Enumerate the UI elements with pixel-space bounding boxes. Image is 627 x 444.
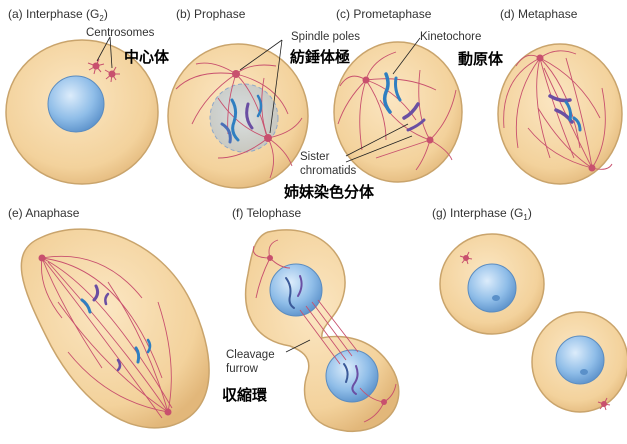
nucleolus-g-2 <box>580 369 588 375</box>
panel-e-anaphase: (e) Anaphase <box>8 206 209 428</box>
spindle-pole-b-1 <box>233 71 240 78</box>
jp-kinetochore: 動原体 <box>458 50 504 68</box>
cell-c <box>334 42 462 182</box>
panel-c-title: (c) Prometaphase <box>336 7 432 21</box>
label-sister: Sister <box>300 151 330 163</box>
label-cleavage: Cleavage <box>226 349 275 361</box>
spindle-pole-c-1 <box>363 77 370 84</box>
panel-g-title: (g) Interphase (G1) <box>432 206 532 222</box>
label-kinetochore: Kinetochore <box>420 31 481 43</box>
spindle-pole-d-2 <box>589 165 596 172</box>
nucleus-g-1 <box>468 264 516 312</box>
label-chromatids: chromatids <box>300 165 356 177</box>
label-spindle-poles: Spindle poles <box>291 31 360 43</box>
nucleus-f-1 <box>270 264 322 316</box>
jp-spindle: 紡錘体極 <box>290 48 350 66</box>
spindle-pole-e-1 <box>39 255 46 262</box>
panel-a-interphase-g2: (a) Interphase (G2) Centrosomes 中心体 <box>6 7 170 184</box>
panel-f-title: (f) Telophase <box>232 206 301 220</box>
spindle-pole-b-2 <box>265 135 272 142</box>
nucleus-f-2 <box>326 350 378 402</box>
jp-contractile-ring: 収縮環 <box>222 386 268 404</box>
spindle-pole-d-1 <box>537 55 544 62</box>
jp-centrosome: 中心体 <box>124 48 170 66</box>
panel-f-telophase: (f) Telophase Cleavage furrow 収縮環 <box>222 206 399 431</box>
panel-d-metaphase: (d) Metaphase <box>498 7 622 184</box>
panel-d-title: (d) Metaphase <box>500 7 578 21</box>
spindle-pole-f-2 <box>381 399 387 405</box>
label-furrow: furrow <box>226 363 259 375</box>
nucleus-a <box>48 76 104 132</box>
panel-e-title: (e) Anaphase <box>8 206 80 220</box>
panel-g-interphase-g1: (g) Interphase (G1) <box>432 206 627 412</box>
jp-sister-chromatids: 姉妹染色分体 <box>284 183 375 201</box>
panel-a-title: (a) Interphase (G2) <box>8 7 108 23</box>
spindle-pole-c-2 <box>427 137 434 144</box>
panel-b-title: (b) Prophase <box>176 7 246 21</box>
nucleus-g-2 <box>556 336 604 384</box>
spindle-pole-f-1 <box>267 255 273 261</box>
spindle-pole-e-2 <box>165 409 172 416</box>
label-centrosomes: Centrosomes <box>86 27 155 39</box>
nucleolus-g-1 <box>492 295 500 301</box>
panel-b-prophase: (b) Prophase Spindle poles 紡錘体極 <box>168 7 360 188</box>
